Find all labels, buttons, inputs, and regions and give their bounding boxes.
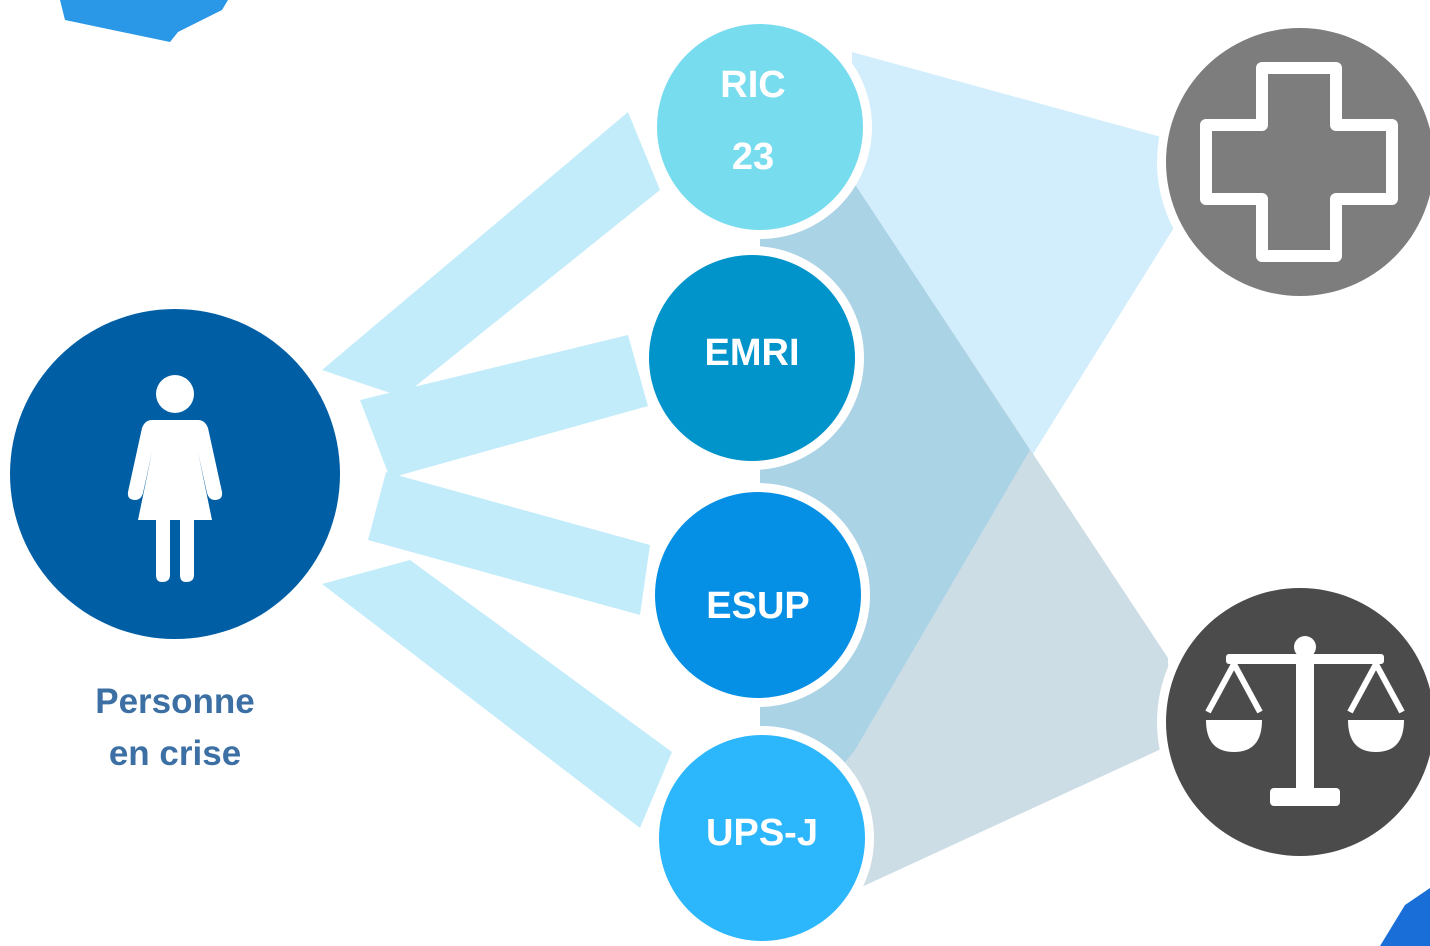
connector-to-esup xyxy=(368,472,650,615)
service-node-ric23: RIC 23 xyxy=(648,15,872,239)
connector-to-ric23 xyxy=(322,112,660,397)
service-label-ric23-line2: 23 xyxy=(732,136,774,178)
corner-accent-bottom-right xyxy=(1380,888,1430,946)
service-label-upsj: UPS-J xyxy=(706,812,818,854)
person-caption-line1: Personne xyxy=(95,682,255,721)
outcome-node-justice xyxy=(1157,579,1430,865)
service-label-emri: EMRI xyxy=(705,332,800,374)
woman-icon xyxy=(127,375,223,582)
person-caption: Personne en crise xyxy=(55,676,295,780)
outcome-node-medical xyxy=(1157,19,1430,305)
corner-accent-top-left xyxy=(60,0,228,42)
service-node-esup: ESUP xyxy=(646,483,870,707)
person-to-services-connectors xyxy=(322,112,672,828)
service-label-ric23-line1: RIC xyxy=(720,64,785,106)
service-node-upsj: UPS-J xyxy=(650,726,874,946)
justice-scales-icon xyxy=(1205,636,1405,806)
person-caption-line2: en crise xyxy=(108,734,242,773)
medical-cross-icon xyxy=(1200,62,1398,262)
service-label-esup: ESUP xyxy=(706,585,809,627)
connector-to-emri xyxy=(360,335,648,478)
service-node-emri: EMRI xyxy=(640,246,864,470)
connector-to-upsj xyxy=(322,560,672,828)
